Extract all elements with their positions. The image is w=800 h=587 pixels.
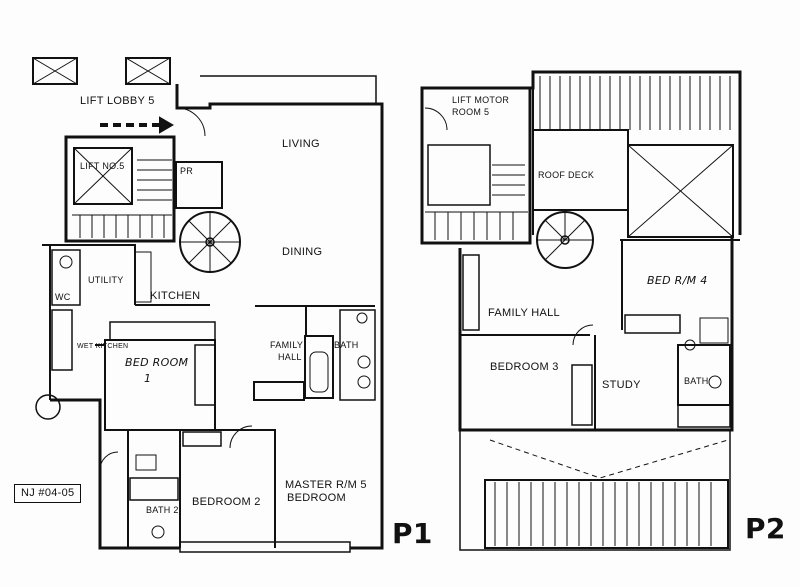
family-hall-label-line1: FAMILY — [270, 340, 304, 350]
master-bedroom-label-line2: BEDROOM — [287, 492, 346, 504]
p2-roof-hatching — [539, 76, 731, 130]
study-label: STUDY — [602, 379, 641, 391]
bedroom-4-label: BED R/M 4 — [647, 274, 708, 287]
lift-motor-room-label-line1: LIFT MOTOR — [452, 95, 510, 105]
utility-label: UTILITY — [88, 275, 124, 285]
bedroom-1-label-line2: 1 — [144, 372, 152, 385]
bedroom-2-label: BEDROOM 2 — [192, 496, 261, 508]
wet-kitchen-label: WET KITCHEN — [77, 343, 129, 350]
family-hall-p2-label: FAMILY HALL — [488, 307, 560, 319]
unit-reference-box: NJ #04-05 — [14, 484, 82, 503]
bedroom-3-label: BEDROOM 3 — [490, 361, 559, 373]
p2-drawing — [420, 70, 742, 551]
powder-room-label: PR — [180, 166, 194, 176]
lift-lobby-label: LIFT LOBBY 5 — [80, 95, 155, 107]
bath-p2-label: BATH — [684, 376, 709, 386]
plan-p1-label: P1 — [392, 517, 433, 550]
p1-skylight-right — [125, 57, 171, 85]
wc-label: WC — [55, 292, 71, 302]
bath-2-label: BATH 2 — [146, 505, 179, 515]
bedroom-1-label-line1: BED ROOM — [125, 356, 189, 369]
plan-p2-label: P2 — [745, 512, 786, 545]
p1-skylight-left — [32, 57, 78, 85]
bath-label: BATH — [334, 340, 359, 350]
roof-deck-label: ROOF DECK — [538, 170, 595, 180]
lift-label: LIFT NO.5 — [80, 161, 125, 171]
dining-label: DINING — [282, 246, 323, 258]
kitchen-label: KITCHEN — [150, 290, 201, 302]
family-hall-label-line2: HALL — [278, 352, 302, 362]
living-label: LIVING — [282, 138, 320, 150]
lift-motor-room-label-line2: ROOM 5 — [452, 107, 490, 117]
master-bedroom-label-line1: MASTER R/M 5 — [285, 479, 367, 491]
p1-drawing — [32, 57, 384, 553]
